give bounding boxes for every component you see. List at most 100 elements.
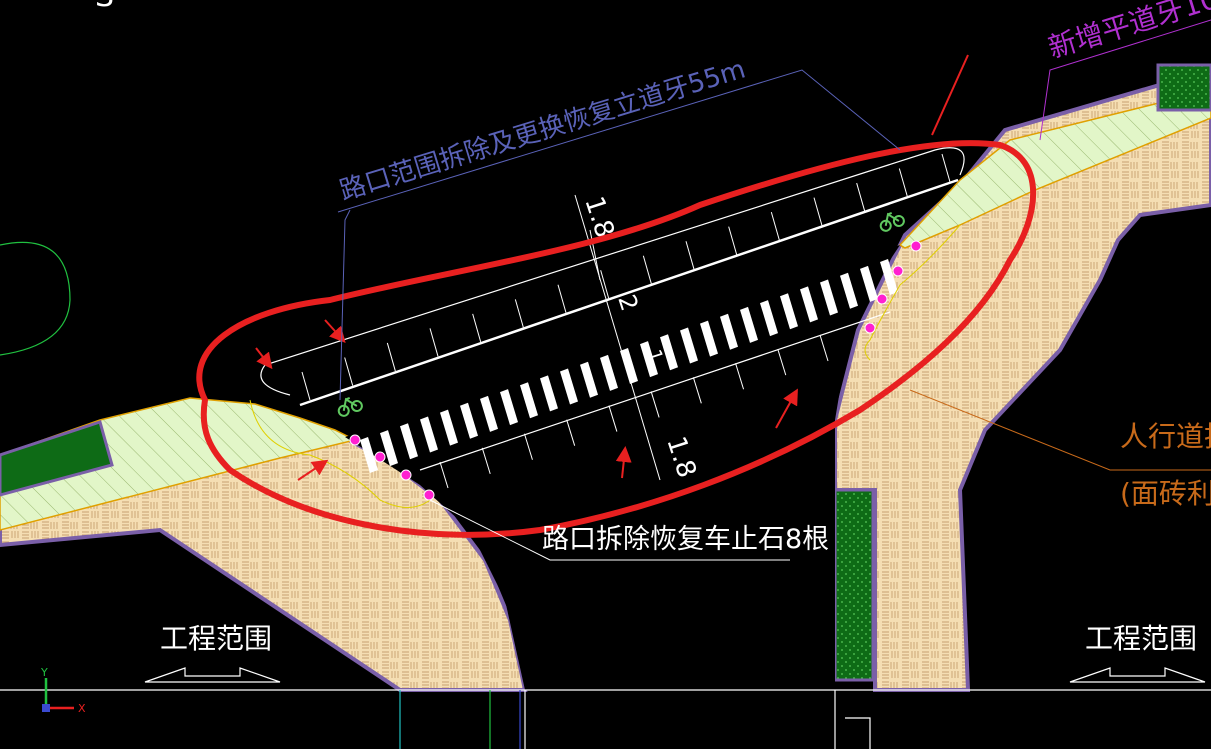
bollards	[349, 240, 922, 501]
bollard-marker	[864, 322, 876, 334]
zebra-stripe	[740, 306, 758, 343]
lane-tick-bottom	[735, 363, 745, 390]
curb-removal-label: 路口范围拆除及更换恢复立道牙55m	[336, 55, 749, 207]
lane-tick	[557, 284, 567, 313]
right-lower-planting	[833, 488, 875, 682]
zebra-stripe	[440, 409, 458, 446]
sidewalk-sublabel: (面砖利	[1120, 477, 1211, 510]
bottom-colored-lines	[399, 690, 871, 749]
lane-tick-bottom	[692, 377, 702, 404]
bollard-marker	[892, 265, 904, 277]
zebra-stripe	[640, 341, 658, 378]
svg-text:X: X	[78, 702, 86, 715]
pedestrian-path-right	[864, 224, 961, 361]
zebra-stripe	[780, 293, 798, 330]
lane-tick	[898, 168, 908, 197]
zebra-stripe	[400, 423, 418, 460]
lane-tick	[344, 357, 354, 386]
red-highlight-loop	[196, 140, 1037, 538]
lane-tick-bottom	[566, 419, 576, 446]
left-planting	[0, 420, 114, 497]
zebra-stripe	[860, 265, 878, 302]
zebra-stripe	[520, 382, 538, 419]
lane-tick-bottom	[439, 461, 449, 489]
zebra-stripe	[660, 334, 678, 371]
lane-tick-bottom	[819, 334, 829, 362]
bollard-marker	[400, 469, 412, 481]
red-arrows	[255, 54, 969, 481]
zebra-stripe	[380, 430, 398, 467]
lane-tick-bottom	[650, 391, 660, 418]
lane-tick-bottom	[523, 433, 533, 460]
svg-text:Y: Y	[40, 666, 48, 679]
lane-tick	[514, 299, 524, 328]
zebra-stripe	[540, 375, 558, 412]
zebra-stripe	[620, 348, 638, 384]
left-edge-green-curve	[0, 241, 71, 356]
scope-arrow-left	[144, 667, 281, 683]
lane-tick	[472, 313, 482, 343]
sidewalk-leader	[909, 389, 1211, 471]
zebra-stripe	[600, 354, 618, 391]
crosswalk-group	[260, 147, 965, 471]
crosswalk-lane-line-top	[299, 178, 959, 407]
zebra-stripe	[760, 300, 778, 337]
pedestrian-path-left	[249, 399, 431, 508]
lane-tick	[813, 197, 823, 226]
lane-tick	[386, 342, 396, 372]
dimension-middle: 2	[612, 291, 643, 314]
lane-tick-bottom	[777, 348, 787, 376]
axis-icon: Y X	[40, 666, 86, 715]
lane-tick	[856, 182, 866, 212]
sidewalk-label: 人行道拆	[1120, 420, 1211, 453]
new-flat-curb-label: 新增平道牙10.0	[1044, 0, 1211, 65]
lane-ticks	[301, 153, 951, 489]
bollard-marker	[423, 489, 435, 501]
lane-tick	[642, 255, 652, 284]
curb-leader-line	[339, 209, 351, 401]
scope-label-right: 工程范围	[1085, 622, 1197, 655]
bollard-marker	[349, 434, 361, 446]
top-corner-glyph: S	[95, 0, 114, 14]
zebra-stripe	[820, 279, 838, 316]
lane-tick	[941, 153, 951, 183]
zebra-stripe	[840, 272, 858, 309]
bicycle-icon-right	[879, 212, 905, 232]
bollard-leader	[429, 499, 790, 561]
zebra-stripe	[800, 286, 818, 323]
zebra-stripe	[460, 402, 478, 439]
bollard-marker	[910, 240, 922, 252]
curb-leader-bracket	[337, 69, 901, 213]
zebra-stripe	[560, 368, 578, 405]
zebra-stripe	[700, 320, 718, 357]
zebra-stripe	[500, 389, 518, 426]
zebra-stripes	[360, 259, 898, 473]
zebra-stripe	[360, 437, 378, 473]
lane-tick	[429, 328, 439, 357]
lane-tick	[301, 371, 311, 401]
zebra-stripe	[480, 395, 498, 432]
lane-tick	[770, 211, 780, 241]
bottom-boundary	[0, 689, 1211, 749]
lane-tick-bottom	[481, 447, 491, 475]
crosswalk-outer-outline	[260, 147, 965, 396]
right-top-planting	[1156, 63, 1211, 112]
bollard-marker	[876, 293, 888, 305]
zebra-stripe	[420, 416, 438, 453]
lane-tick	[600, 270, 610, 299]
lane-tick	[685, 241, 695, 270]
scope-arrow-right	[1069, 667, 1206, 683]
scope-label-left: 工程范围	[160, 622, 272, 655]
lane-tick-bottom	[608, 405, 618, 432]
bollard-marker	[374, 451, 386, 463]
flat-curb-leader	[1039, 19, 1211, 141]
bicycle-icon-left	[337, 397, 363, 417]
lane-tick	[728, 226, 738, 255]
zebra-stripe	[880, 259, 898, 295]
zebra-stripe	[580, 361, 598, 398]
crosswalk-lane-line-bottom	[419, 311, 891, 471]
zebra-stripe	[720, 313, 738, 350]
zebra-stripe	[680, 327, 698, 364]
right-green-strip	[898, 89, 1211, 249]
